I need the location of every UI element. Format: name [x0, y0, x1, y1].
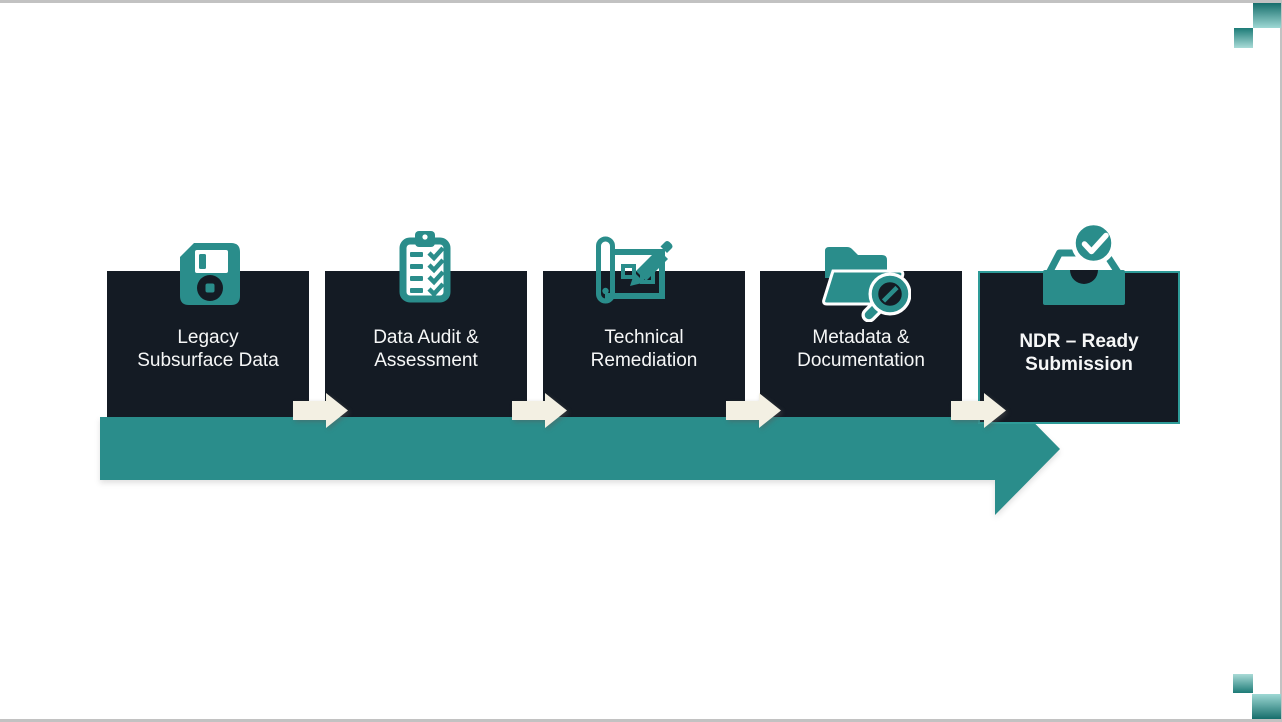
step-label-line1: Data Audit & [373, 327, 479, 348]
step-label-line1: Legacy [177, 327, 239, 348]
step-label: Data Audit & Assessment [325, 271, 527, 417]
slide-frame-top [0, 0, 1282, 3]
slide-frame-bottom [0, 719, 1282, 722]
step-label: NDR – Ready Submission [980, 273, 1178, 422]
floppy-disk-icon [180, 243, 240, 305]
step-label: Legacy Subsurface Data [107, 271, 309, 417]
step-box-legacy-subsurface-data: Legacy Subsurface Data [107, 243, 309, 417]
slide-frame-right [1280, 0, 1282, 722]
step-label-line2: Remediation [590, 350, 698, 371]
corner-accent-top-right-large [1253, 3, 1281, 28]
step-label-line2: Subsurface Data [137, 350, 279, 371]
inbox-check-icon [1042, 223, 1126, 307]
clipboard-checklist-icon [398, 231, 452, 303]
connector-arrow-2 [512, 393, 567, 428]
step-box-technical-remediation: Technical Remediation [543, 236, 745, 417]
step-label-line1: Metadata & [812, 327, 910, 348]
step-label: Metadata & Documentation [760, 271, 962, 417]
step-label-line2: Assessment [374, 350, 478, 371]
step-label-line1: NDR – Ready [1019, 330, 1139, 352]
step-box-data-audit-assessment: Data Audit & Assessment [325, 231, 527, 417]
step-box-ndr-ready-submission: NDR – Ready Submission [978, 223, 1180, 424]
step-label-line1: Technical [604, 327, 684, 348]
connector-arrow-3 [726, 393, 781, 428]
connector-arrow-1 [293, 393, 348, 428]
corner-accent-bottom-right-large [1252, 694, 1281, 719]
corner-accent-bottom-right-small [1233, 674, 1253, 693]
folder-search-icon [819, 238, 911, 322]
step-box-metadata-documentation: Metadata & Documentation [760, 247, 962, 417]
step-label-line2: Submission [1025, 353, 1133, 375]
pipeline-arrow [100, 383, 1060, 515]
corner-accent-top-right-small [1234, 28, 1253, 48]
blueprint-pencil-icon [596, 236, 676, 306]
connector-arrow-4 [951, 393, 1006, 428]
step-label: Technical Remediation [543, 271, 745, 417]
step-label-line2: Documentation [797, 350, 925, 371]
